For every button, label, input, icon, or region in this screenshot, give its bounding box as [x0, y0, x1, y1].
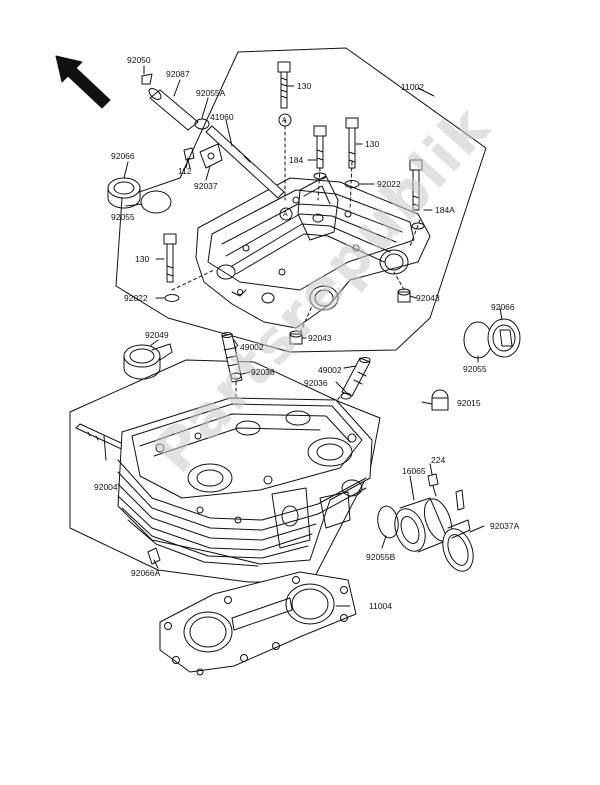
part-number-label: 92055B — [366, 552, 396, 562]
intake-pipe-16065 — [394, 497, 453, 553]
part-number-label: 92022 — [124, 293, 148, 303]
part-number-label: 11004 — [369, 601, 393, 611]
valve-guide-49002-a — [221, 332, 243, 383]
part-number-label: 92066A — [131, 568, 161, 578]
part-number-label: 92004 — [94, 482, 118, 492]
bolt-130-left — [163, 233, 180, 302]
arrow-upper-left-icon — [55, 55, 111, 109]
part-number-label: 11002 — [401, 82, 425, 92]
part-number-label: 92055 — [463, 364, 487, 374]
part-number-label: 112 — [178, 166, 192, 176]
shaft-41060 — [205, 125, 285, 199]
head-gasket-11004 — [159, 571, 357, 676]
part-number-label: 184 — [289, 155, 304, 165]
part-number-label: 92015 — [457, 398, 481, 408]
cap-nut-92015 — [431, 389, 449, 411]
part-number-label: 92066 — [111, 151, 135, 161]
bolt-184A — [409, 159, 425, 230]
part-number-label: 92036 — [304, 378, 328, 388]
bolt-224 — [427, 473, 439, 497]
marker-a-label: A — [282, 117, 287, 124]
marker-a-label: A — [283, 211, 288, 218]
part-number-label: 92037A — [490, 521, 520, 531]
part-number-label: 92036 — [251, 367, 275, 377]
part-number-label: 92049 — [145, 330, 169, 340]
plug-92066A — [147, 547, 161, 565]
part-number-label: 92037 — [194, 181, 218, 191]
part-number-label: 130 — [297, 81, 312, 91]
washer-92043-b — [289, 330, 303, 345]
cap-92066-left — [107, 177, 141, 209]
part-number-label: 224 — [431, 455, 446, 465]
marker-a-cover — [279, 207, 293, 221]
part-number-label: 184A — [435, 205, 455, 215]
clip-92036-a — [230, 372, 242, 380]
plug-92049 — [123, 343, 173, 380]
cover-assembly-boundary — [115, 47, 487, 353]
oil-pipe-92087 — [141, 73, 199, 131]
part-number-label: 49002 — [318, 365, 342, 375]
part-number-label: 92066 — [491, 302, 515, 312]
screw-112 — [183, 147, 195, 169]
clamp-92037A — [442, 489, 474, 572]
part-number-label: 92055A — [196, 88, 226, 98]
part-number-label: 92043 — [308, 333, 332, 343]
part-number-label: 92022 — [377, 179, 401, 189]
part-number-label: 92055 — [111, 212, 135, 222]
o-ring-92055A — [194, 118, 210, 130]
washer-92043-a — [397, 288, 411, 303]
o-ring-92055-left — [140, 190, 172, 214]
bolt-130-top — [277, 61, 291, 109]
marker-a-top — [278, 113, 292, 127]
part-number-label: 92050 — [127, 55, 151, 65]
part-number-label: 41060 — [210, 112, 234, 122]
leader-lines — [103, 65, 503, 607]
part-number-label: 92043 — [416, 293, 440, 303]
valve-guide-49002-b — [341, 357, 371, 397]
o-ring-92055B — [377, 505, 399, 539]
part-number-label: 92087 — [166, 69, 190, 79]
part-number-label: 49002 — [240, 342, 264, 352]
clip-92036-b — [340, 392, 352, 400]
cylinder-head — [117, 397, 373, 567]
bolt-184 — [313, 125, 327, 180]
part-number-label: 16065 — [402, 466, 426, 476]
cap-92066-right — [487, 318, 521, 358]
part-number-label: 130 — [135, 254, 150, 264]
bolt-130-mid — [344, 117, 360, 188]
rocker-arm-92037 — [199, 143, 223, 169]
part-number-label: 130 — [365, 139, 380, 149]
